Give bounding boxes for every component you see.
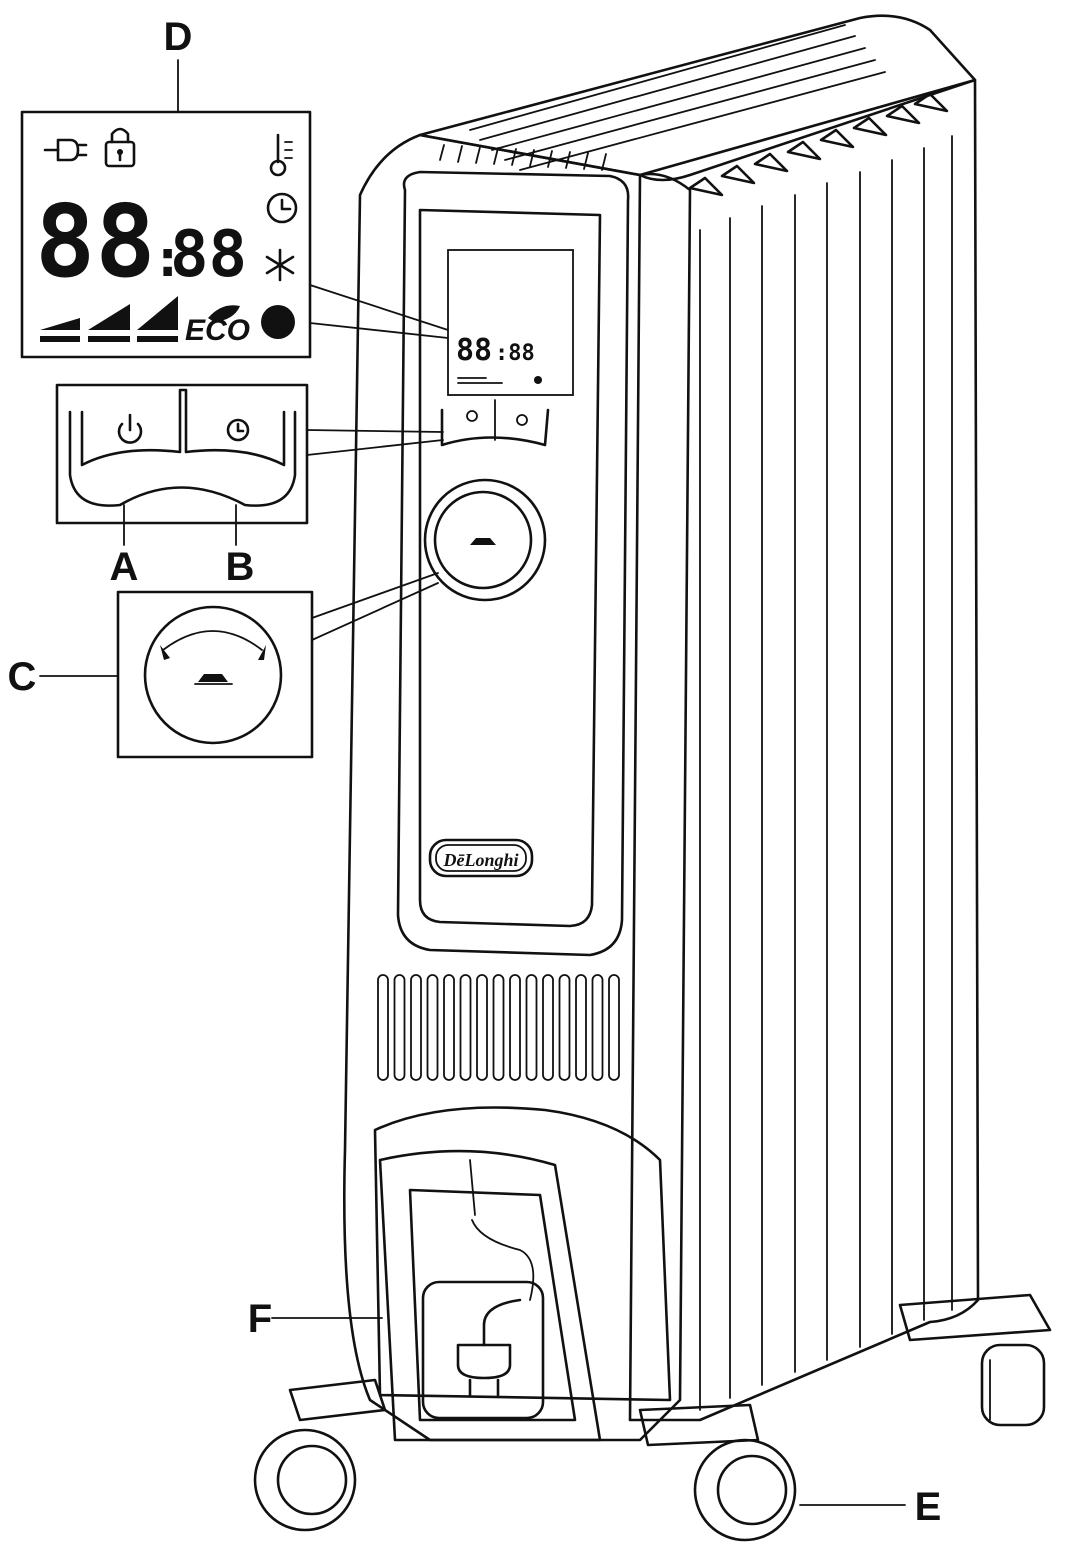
snowflake-icon (265, 248, 295, 282)
lower-vents (377, 974, 620, 1081)
label-b: B (226, 545, 255, 589)
brand-name: DēLonghi (442, 850, 518, 870)
front-top-vents (439, 144, 607, 171)
label-f: F (248, 1297, 272, 1341)
vent-slot (443, 974, 455, 1081)
power-level-icon (40, 296, 178, 342)
vent-slot (558, 974, 571, 1081)
vent-slot (575, 974, 587, 1081)
vent-slot (476, 974, 488, 1081)
svg-text:88: 88 (456, 333, 492, 368)
brand-badge: DēLonghi (428, 838, 534, 878)
power-icon (117, 413, 143, 444)
panel-buttons (440, 399, 550, 447)
timer-clock-icon (226, 418, 250, 442)
plug-icon (43, 138, 88, 162)
vent-slot (459, 974, 472, 1081)
label-e: E (915, 1485, 942, 1529)
vent-slot (509, 974, 521, 1081)
top-vents (469, 24, 886, 171)
label-c: C (8, 655, 37, 699)
callout-knob (39, 572, 439, 759)
caster-wheels (253, 1343, 1046, 1542)
dot-icon (261, 305, 295, 339)
display-minutes: 88 (170, 218, 247, 292)
base-feet (288, 1293, 1052, 1447)
vent-slot (377, 974, 389, 1081)
svg-text::88: :88 (495, 341, 535, 366)
callout-display: 88 : 88 ECO (20, 59, 449, 359)
display-separator: : (152, 229, 183, 289)
rotation-arrow-icon (160, 630, 266, 660)
cord-plug-icon (421, 1280, 545, 1420)
display-hours: 88 (35, 183, 155, 300)
vent-slot (591, 974, 604, 1081)
label-a: A (110, 545, 139, 589)
vent-slot (608, 974, 620, 1081)
eco-leaf-icon (208, 305, 240, 322)
vent-slot (410, 974, 422, 1081)
label-d: D (164, 15, 193, 59)
heater-body: 88 :88 DēLonghi (253, 14, 1052, 1542)
lock-icon (104, 127, 136, 168)
vent-slot (492, 974, 505, 1081)
panel-knob (423, 478, 547, 602)
vent-slot (542, 974, 554, 1081)
vent-slot (393, 974, 406, 1081)
fin-tops (688, 92, 949, 197)
thermometer-icon (269, 133, 293, 177)
panel-mini-display: 88 :88 (456, 333, 542, 384)
clock-icon (266, 192, 298, 224)
callout-buttons (55, 383, 444, 546)
radiator-fins (699, 135, 953, 1411)
vent-slot (426, 974, 439, 1081)
vent-slot (525, 974, 538, 1081)
heat-level-icon (194, 674, 233, 685)
